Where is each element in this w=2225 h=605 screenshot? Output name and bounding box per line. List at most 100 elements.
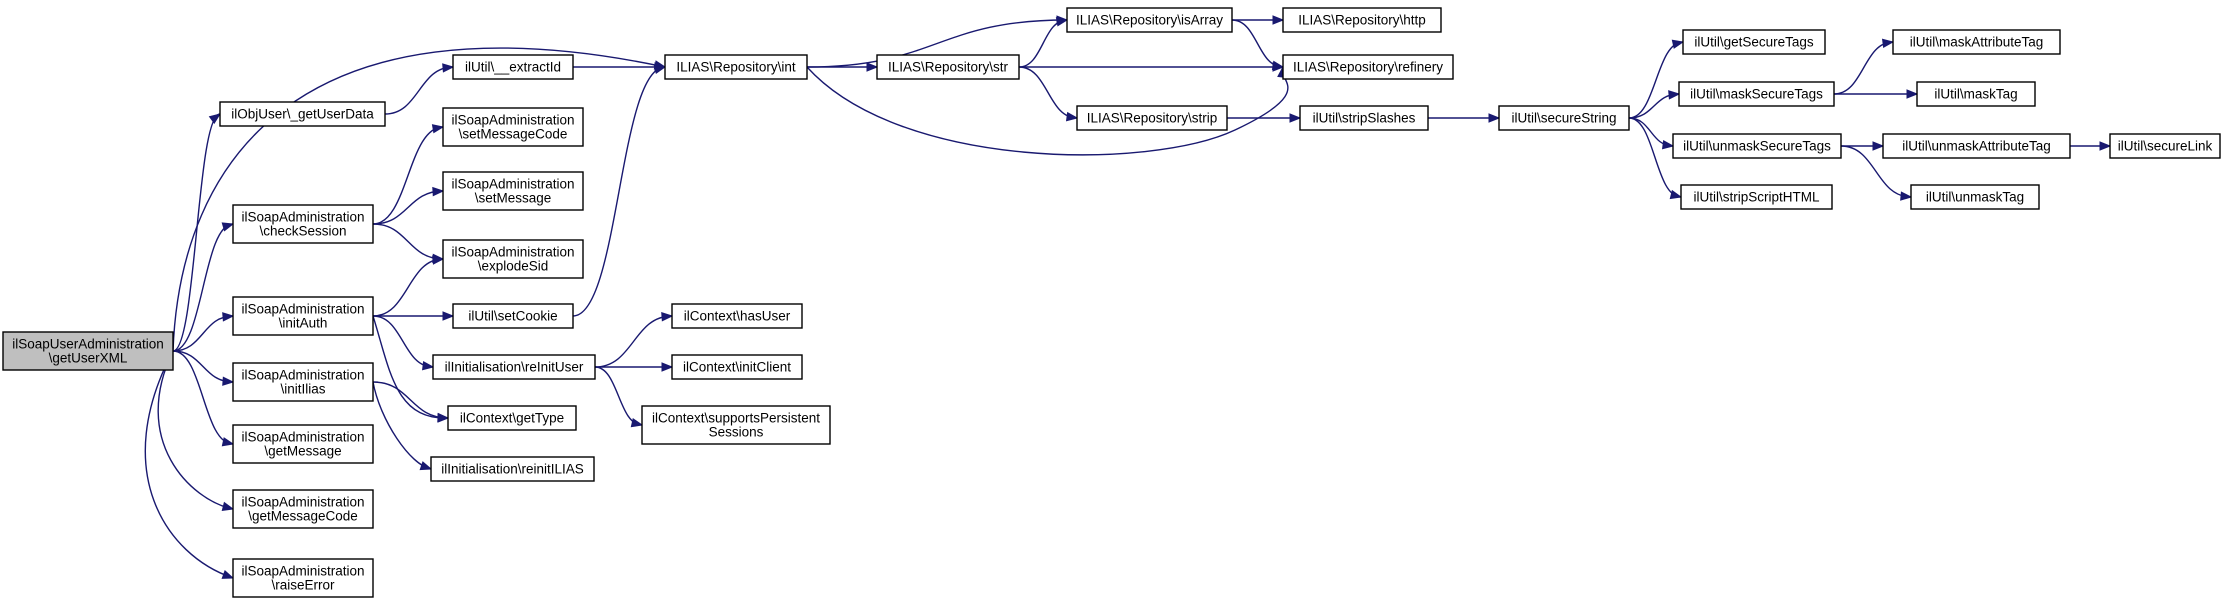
node-label: \setMessageCode <box>459 127 568 142</box>
node-box <box>432 354 596 380</box>
node-reInitUser[interactable]: ilInitialisation\reInitUser <box>432 354 596 380</box>
node-root[interactable]: ilSoapUserAdministration\getUserXML <box>2 331 174 371</box>
node-label: ilInitialisation\reInitUser <box>445 360 584 375</box>
arrowhead <box>630 418 644 428</box>
node-reinitILIAS[interactable]: ilInitialisation\reinitILIAS <box>430 456 595 482</box>
arrowhead <box>661 362 674 372</box>
node-box <box>1498 105 1630 131</box>
node-getMessageCode[interactable]: ilSoapAdministration\getMessageCode <box>232 489 374 529</box>
node-explodeSid[interactable]: ilSoapAdministration\explodeSid <box>442 239 584 279</box>
node-getUserData[interactable]: ilObjUser\_getUserData <box>219 101 386 127</box>
node-maskAttributeTag[interactable]: ilUtil\maskAttributeTag <box>1892 29 2061 55</box>
edge-repoStr-to-repoStrip <box>1018 66 1079 122</box>
node-box <box>1299 105 1429 131</box>
arrowhead <box>442 63 455 73</box>
node-maskSecureTags[interactable]: ilUtil\maskSecureTags <box>1678 81 1835 107</box>
node-label: \checkSession <box>259 224 346 239</box>
node-label: ilObjUser\_getUserData <box>231 107 374 122</box>
node-box <box>1682 29 1826 55</box>
edge-secureString-to-stripScriptHTML <box>1628 117 1683 200</box>
arrowhead <box>222 376 235 386</box>
node-box <box>232 296 374 336</box>
nodes-layer: ilSoapUserAdministration\getUserXML ilObj… <box>2 7 2221 598</box>
node-label: \initIlias <box>280 382 325 397</box>
node-box <box>232 362 374 402</box>
node-setCookie[interactable]: ilUtil\setCookie <box>452 303 574 329</box>
node-extractId[interactable]: ilUtil\__extractId <box>452 54 574 80</box>
node-label: ilContext\initClient <box>683 360 791 375</box>
node-label: ilUtil\maskSecureTags <box>1690 87 1823 102</box>
node-label: ilSoapAdministration <box>451 113 574 128</box>
node-label: ilContext\getType <box>460 411 564 426</box>
node-label: ilSoapUserAdministration <box>12 337 164 352</box>
node-initClient[interactable]: ilContext\initClient <box>671 354 803 380</box>
node-label: ILIAS\Repository\http <box>1298 13 1426 28</box>
node-stripSlashes[interactable]: ilUtil\stripSlashes <box>1299 105 1429 131</box>
node-getMessage[interactable]: ilSoapAdministration\getMessage <box>232 424 374 464</box>
node-repoInt[interactable]: ILIAS\Repository\int <box>664 54 808 80</box>
node-unmaskSecureTags[interactable]: ilUtil\unmaskSecureTags <box>1672 133 1842 159</box>
arrowhead <box>1881 38 1895 49</box>
arrowhead <box>1272 15 1285 25</box>
edge-root-to-getMessageCode <box>157 350 235 511</box>
node-initAuth[interactable]: ilSoapAdministration\initAuth <box>232 296 374 336</box>
edge-line <box>372 126 444 225</box>
node-label: \getMessage <box>264 444 341 459</box>
node-label: ilUtil\unmaskAttributeTag <box>1902 139 2051 154</box>
node-getSecureTags[interactable]: ilUtil\getSecureTags <box>1682 29 1826 55</box>
node-box <box>2109 133 2221 159</box>
node-label: ilUtil\getSecureTags <box>1694 35 1814 50</box>
node-maskTag[interactable]: ilUtil\maskTag <box>1916 81 2036 107</box>
node-box <box>452 54 574 80</box>
node-initIlias[interactable]: ilSoapAdministration\initIlias <box>232 362 374 402</box>
node-box <box>442 239 584 279</box>
edge-checkSession-to-setMessage <box>372 186 445 225</box>
node-box <box>2 331 174 371</box>
edge-line <box>594 366 643 426</box>
arrowhead <box>431 124 445 134</box>
node-getType[interactable]: ilContext\getType <box>447 405 577 431</box>
node-stripScriptHTML[interactable]: ilUtil\stripScriptHTML <box>1680 184 1833 210</box>
node-unmaskTag[interactable]: ilUtil\unmaskTag <box>1910 184 2040 210</box>
node-raiseError[interactable]: ilSoapAdministration\raiseError <box>232 558 374 598</box>
node-label: \getMessageCode <box>248 509 358 524</box>
edge-line <box>372 315 449 419</box>
node-label: ILIAS\Repository\strip <box>1087 111 1218 126</box>
node-secureString[interactable]: ilUtil\secureString <box>1498 105 1630 131</box>
node-checkSession[interactable]: ilSoapAdministration\checkSession <box>232 204 374 244</box>
node-label: ilSoapAdministration <box>241 210 364 225</box>
node-setMessageCode[interactable]: ilSoapAdministration\setMessageCode <box>442 107 584 147</box>
node-unmaskAttributeTag[interactable]: ilUtil\unmaskAttributeTag <box>1882 133 2071 159</box>
node-repoHttp[interactable]: ILIAS\Repository\http <box>1282 7 1442 33</box>
node-label: ilUtil\__extractId <box>465 60 561 75</box>
node-setMessage[interactable]: ilSoapAdministration\setMessage <box>442 171 584 211</box>
node-box <box>219 101 386 127</box>
node-label: ilSoapAdministration <box>241 564 364 579</box>
node-repoStrip[interactable]: ILIAS\Repository\strip <box>1076 105 1228 131</box>
edge-line <box>372 223 444 260</box>
node-label: ilUtil\secureLink <box>2118 139 2213 154</box>
arrowhead <box>221 501 235 511</box>
edge-line <box>172 223 234 352</box>
arrowhead <box>432 255 445 265</box>
node-label: ilSoapAdministration <box>241 368 364 383</box>
edge-initAuth-to-reInitUser <box>372 315 435 371</box>
node-secureLink[interactable]: ilUtil\secureLink <box>2109 133 2221 159</box>
edge-maskSecureTags-to-maskAttributeTag <box>1833 38 1895 95</box>
node-label: ilUtil\stripScriptHTML <box>1693 190 1820 205</box>
node-label: ilContext\supportsPersistent <box>652 411 820 426</box>
arrowhead <box>1661 139 1675 150</box>
edge-root-to-getMessage <box>172 350 235 447</box>
node-repoRefinery[interactable]: ILIAS\Repository\refinery <box>1282 54 1454 80</box>
edge-line <box>372 381 432 470</box>
node-label: ILIAS\Repository\isArray <box>1076 13 1223 28</box>
node-label: \raiseError <box>271 578 335 593</box>
node-repoStr[interactable]: ILIAS\Repository\str <box>876 54 1020 80</box>
edge-root-to-getUserData <box>172 113 222 352</box>
edges-layer <box>144 15 2112 579</box>
node-repoIsArray[interactable]: ILIAS\Repository\isArray <box>1066 7 1233 33</box>
node-hasUser[interactable]: ilContext\hasUser <box>671 303 803 329</box>
arrowhead <box>1671 39 1685 49</box>
edge-stripSlashes-to-secureString <box>1428 113 1501 123</box>
